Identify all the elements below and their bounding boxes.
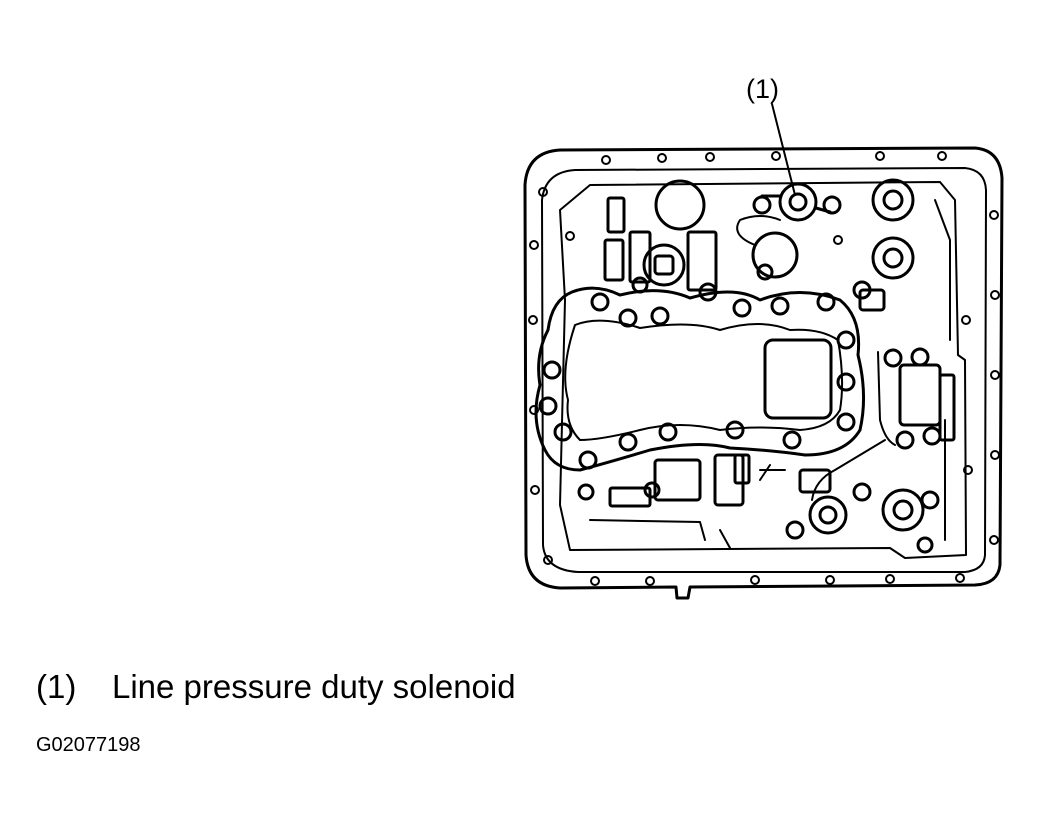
- pan-outer-flange: [523, 146, 1004, 600]
- gasket-window: [763, 338, 833, 420]
- solenoid-mid-right: [871, 236, 915, 280]
- solenoid-left: [642, 243, 686, 287]
- separator-gasket: [534, 286, 866, 472]
- solenoid-bottom-center: [808, 495, 848, 535]
- solenoid-top-right: [871, 178, 915, 222]
- accumulator-top-left: [654, 179, 706, 231]
- valve-body-plate: [559, 181, 967, 559]
- callout-label: (1): [746, 74, 779, 104]
- callout-leader-line: [771, 103, 796, 196]
- legend-item-text: Line pressure duty solenoid: [112, 668, 516, 705]
- wire-harness-top: [736, 215, 781, 246]
- figure-id: G02077198: [36, 734, 141, 756]
- legend-item-number: (1): [36, 668, 77, 705]
- wire-harness-right: [811, 439, 886, 501]
- legend-item: (1) Line pressure duty solenoid: [36, 668, 516, 706]
- gasket-cutout: [564, 319, 844, 441]
- pan-inner-edge: [541, 167, 987, 573]
- line-pressure-solenoid: [778, 182, 818, 222]
- solenoid-bottom-right: [881, 488, 925, 532]
